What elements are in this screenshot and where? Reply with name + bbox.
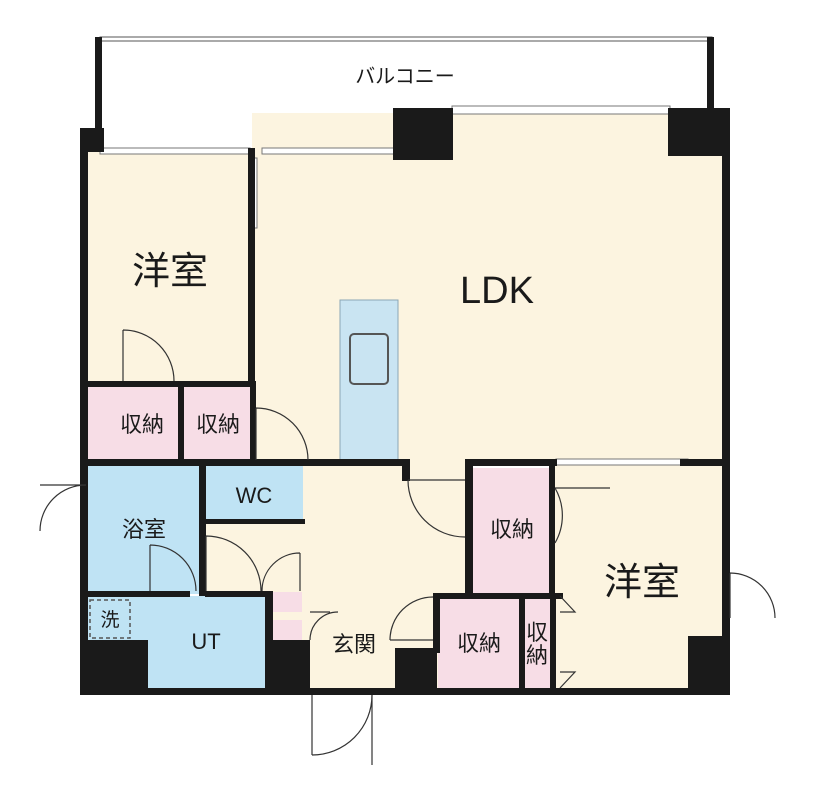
storage-small-b — [272, 620, 302, 640]
bath-label: 浴室 — [122, 517, 166, 542]
kitchen-sink — [349, 333, 389, 385]
western-room-south-label: 洋室 — [604, 562, 680, 604]
storage-4-label: 収納 — [457, 631, 501, 656]
doors — [39, 329, 776, 765]
washer-label: 洗 — [100, 609, 119, 631]
ldk-area — [252, 113, 728, 463]
balcony-label: バルコニー — [355, 66, 455, 88]
walls — [80, 108, 730, 695]
ut-label: UT — [191, 629, 220, 654]
storage-5-label-line2: 納 — [526, 643, 548, 668]
storage-5-label-line1: 収 — [526, 620, 548, 645]
washer-box — [89, 599, 131, 639]
entrance-label: 玄関 — [332, 632, 376, 657]
storage-room-4 — [438, 596, 522, 688]
western-room-north — [86, 150, 252, 384]
wc-label: WC — [236, 483, 273, 508]
balcony — [95, 36, 714, 133]
wc-room — [205, 466, 303, 522]
western-room-north-label: 洋室 — [132, 251, 208, 293]
storage-2-label: 収納 — [196, 412, 240, 437]
labels: バルコニー 洋室 LDK 収納 収納 WC 浴室 UT 洗 玄関 収納 収納 収… — [100, 66, 680, 668]
storage-room-5 — [522, 596, 553, 688]
storage-1-label: 収納 — [120, 412, 164, 437]
bath-room — [86, 466, 200, 594]
storage-room-3 — [473, 468, 553, 593]
storage-3-label: 収納 — [490, 517, 534, 542]
storage-small-a — [272, 592, 302, 612]
storage-room-1 — [86, 384, 181, 460]
ldk-label: LDK — [460, 270, 534, 312]
storage-room-2 — [181, 384, 253, 460]
